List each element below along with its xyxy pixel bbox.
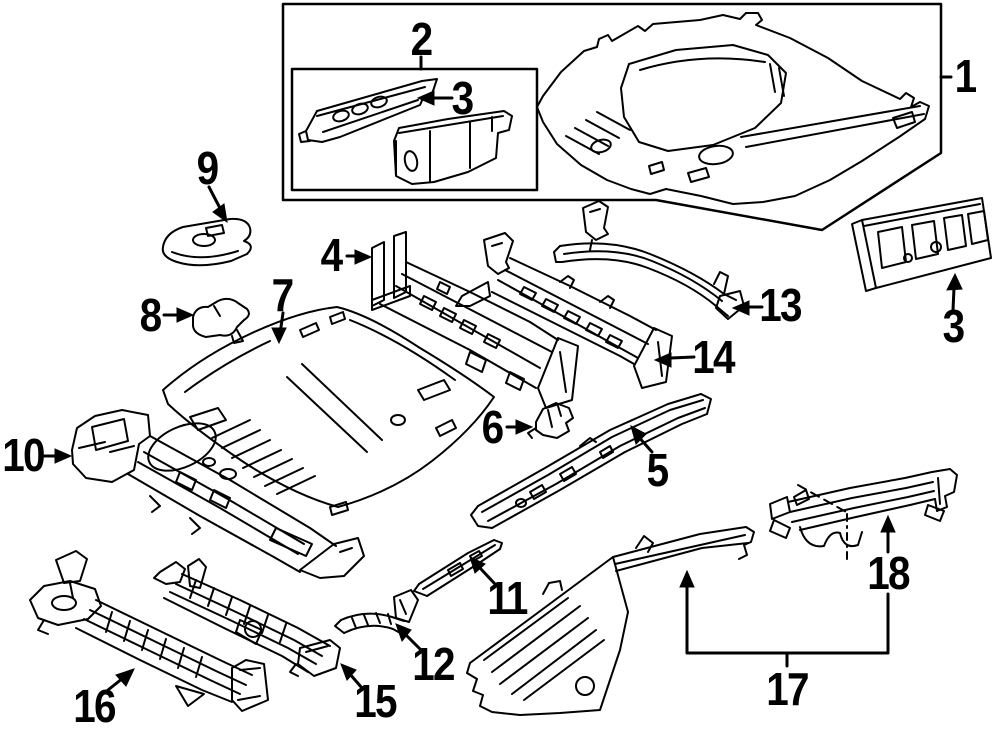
part-14-crossmember-drawing[interactable] xyxy=(455,232,673,389)
section-cut-dashes xyxy=(797,484,849,563)
part-8-bracket-drawing[interactable] xyxy=(192,297,250,344)
part-3-bracket-drawing[interactable] xyxy=(393,110,513,185)
part-12-brace-drawing[interactable] xyxy=(334,589,419,635)
part-13-crossbar-drawing[interactable] xyxy=(553,200,745,320)
callout-17[interactable]: 17 xyxy=(766,663,809,715)
callout-9[interactable]: 9 xyxy=(196,142,219,194)
callout-16[interactable]: 16 xyxy=(73,680,116,732)
callout-3-boxed[interactable]: 3 xyxy=(451,72,474,124)
part-5-rail-drawing[interactable] xyxy=(470,393,712,529)
part-1-floor-pan-drawing[interactable] xyxy=(536,12,930,205)
part-16-crossmember-drawing[interactable] xyxy=(29,550,269,712)
callout-8[interactable]: 8 xyxy=(139,289,162,341)
callout-2[interactable]: 2 xyxy=(410,13,433,65)
callout-12[interactable]: 12 xyxy=(412,638,455,690)
callout-7[interactable]: 7 xyxy=(271,269,294,321)
part-4-crossmember-drawing[interactable] xyxy=(371,231,579,409)
callout-6[interactable]: 6 xyxy=(481,401,504,453)
part-17-rocker-rail-drawing[interactable] xyxy=(466,526,755,716)
callout-4[interactable]: 4 xyxy=(320,229,343,281)
callout-13[interactable]: 13 xyxy=(759,279,802,331)
part-10-side-rail-drawing[interactable] xyxy=(71,409,365,579)
callout-10[interactable]: 10 xyxy=(2,429,45,481)
part-15-crossmember-drawing[interactable] xyxy=(153,558,341,677)
callout-14[interactable]: 14 xyxy=(692,331,735,383)
part-7-center-floor-pan-drawing[interactable] xyxy=(141,306,495,516)
callout-1[interactable]: 1 xyxy=(954,50,977,102)
part-9-bracket-drawing[interactable] xyxy=(161,217,252,267)
callout-15[interactable]: 15 xyxy=(354,675,397,727)
part-3-end-panel-drawing[interactable] xyxy=(851,197,992,292)
part-18-rear-rail-drawing[interactable] xyxy=(769,468,958,548)
part-6-bracket-drawing[interactable] xyxy=(527,402,574,439)
callout-leaders xyxy=(39,55,963,692)
callout-3-panel[interactable]: 3 xyxy=(942,300,965,352)
callout-5[interactable]: 5 xyxy=(646,444,669,496)
part-1-group-box xyxy=(281,2,943,232)
part-2-bracket-drawing[interactable] xyxy=(298,78,438,143)
callout-18[interactable]: 18 xyxy=(867,547,910,599)
part-11-brace-drawing[interactable] xyxy=(413,539,503,597)
callout-11[interactable]: 11 xyxy=(487,572,528,624)
part-2-group-box xyxy=(290,67,539,192)
